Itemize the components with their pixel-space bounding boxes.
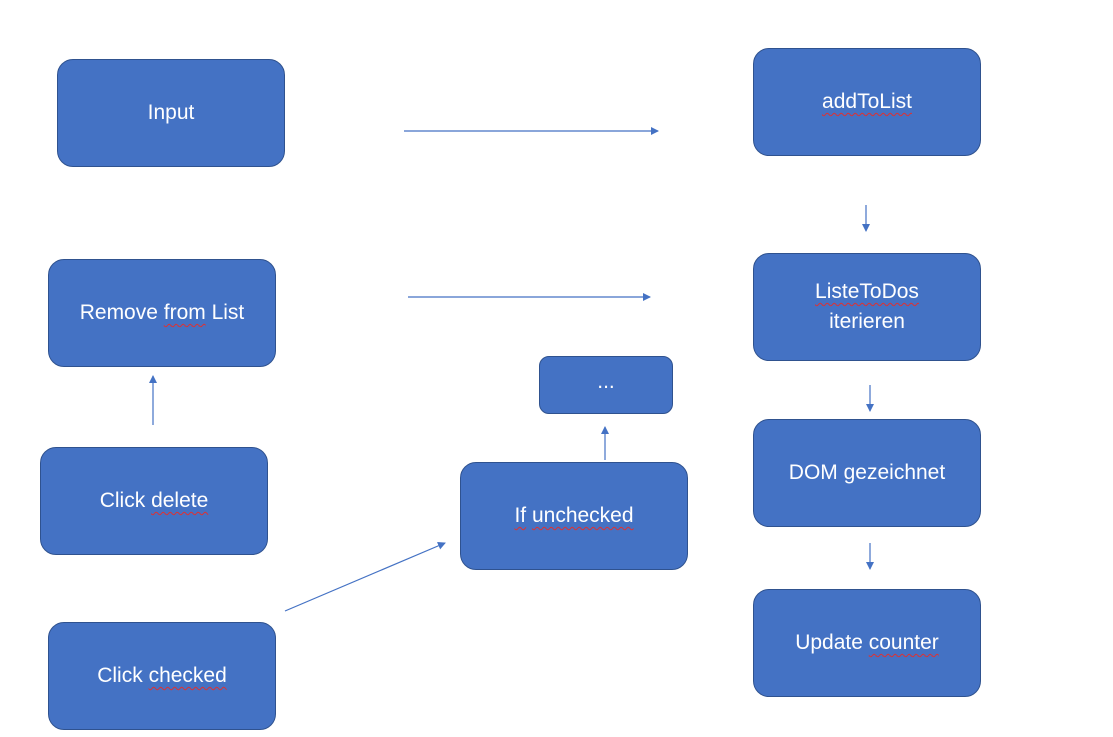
node-liste-todos-line2: iterieren xyxy=(829,310,905,333)
node-if-unchecked-label: If unchecked xyxy=(514,501,633,531)
node-if-unchecked-text-unchecked: unchecked xyxy=(531,504,634,527)
node-liste-todos-line1: ListeToDos xyxy=(815,280,919,303)
arrow-clickchecked-to-ifunchecked xyxy=(284,542,446,612)
node-dom-gezeichnet[interactable]: DOM gezeichnet xyxy=(753,419,981,527)
node-input[interactable]: Input xyxy=(57,59,285,167)
node-remove-from-list-label: Remove from List xyxy=(80,298,245,328)
node-ellipsis[interactable]: ... xyxy=(539,356,673,414)
node-remove-text-after: List xyxy=(205,301,245,324)
node-update-counter-text-counter: counter xyxy=(868,631,939,654)
node-update-counter-label: Update counter xyxy=(795,628,939,658)
node-ellipsis-label: ... xyxy=(597,370,615,393)
node-dom-gezeichnet-label: DOM gezeichnet xyxy=(788,461,946,484)
node-click-checked-text-checked: checked xyxy=(148,664,227,687)
node-click-checked-text-before: Click xyxy=(97,664,149,687)
node-update-counter[interactable]: Update counter xyxy=(753,589,981,697)
node-update-counter-text-before: Update xyxy=(795,631,869,654)
node-if-unchecked-text-if: If xyxy=(514,504,527,527)
node-remove-text-before: Remove xyxy=(79,301,164,324)
node-click-delete[interactable]: Click delete xyxy=(40,447,268,555)
node-if-unchecked[interactable]: If unchecked xyxy=(460,462,688,570)
node-remove-from-list[interactable]: Remove from List xyxy=(48,259,276,367)
node-remove-text-from: from xyxy=(163,301,206,324)
node-click-delete-text-before: Click xyxy=(99,489,152,512)
node-input-label: Input xyxy=(147,101,195,124)
node-add-to-list-label: addToList xyxy=(822,90,912,113)
node-liste-todos[interactable]: ListeToDos iterieren xyxy=(753,253,981,361)
node-add-to-list[interactable]: addToList xyxy=(753,48,981,156)
node-click-checked[interactable]: Click checked xyxy=(48,622,276,730)
node-click-delete-text-delete: delete xyxy=(151,489,209,512)
node-click-checked-label: Click checked xyxy=(97,661,227,691)
node-click-delete-label: Click delete xyxy=(100,486,209,516)
